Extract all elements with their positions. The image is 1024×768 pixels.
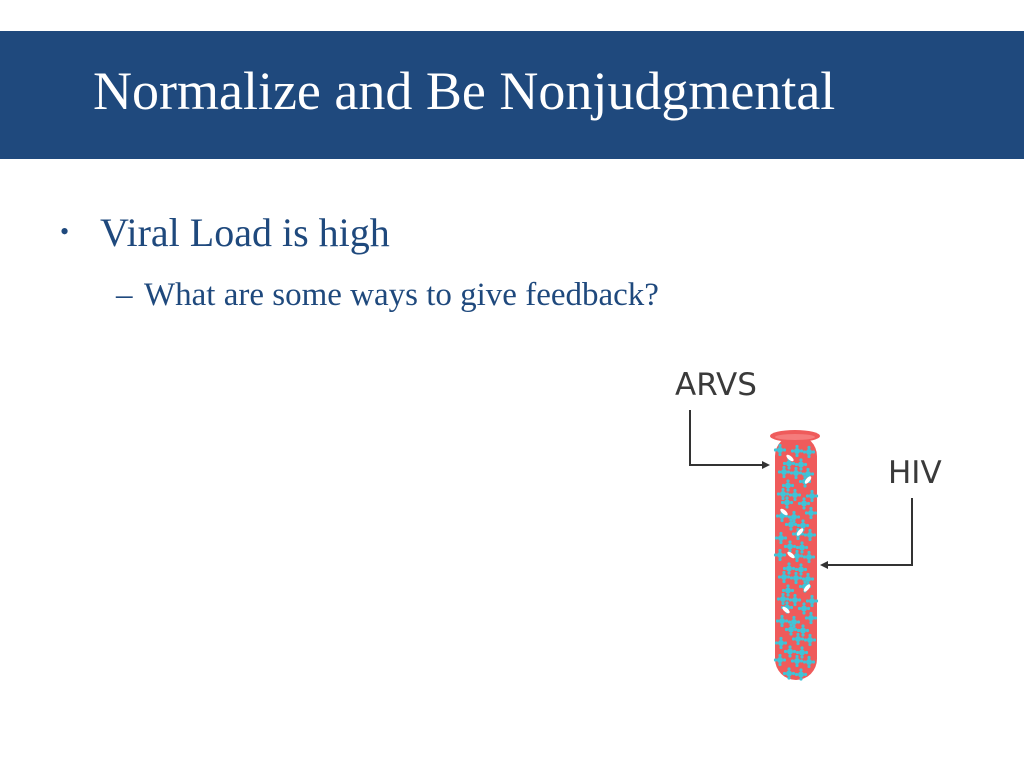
hiv-particle (803, 633, 817, 647)
hiv-particle (781, 479, 795, 492)
hiv-particle (784, 623, 798, 636)
hiv-particle (801, 467, 815, 481)
arv-particle (780, 508, 788, 516)
hiv-particle (796, 519, 810, 532)
hiv-particle (794, 458, 808, 471)
hiv-particle (802, 445, 816, 459)
hiv-particle (777, 570, 791, 584)
hiv-arrow-line (824, 498, 913, 566)
arv-particle (786, 454, 794, 462)
hiv-particle (794, 563, 808, 576)
hiv-particle (804, 506, 818, 520)
hiv-particle (775, 614, 789, 628)
hiv-particle (776, 487, 790, 501)
hiv-particle (791, 632, 805, 646)
hiv-label: HIV (888, 455, 942, 491)
hiv-particle (781, 584, 795, 597)
hiv-particle (797, 602, 811, 615)
hiv-particle (789, 466, 803, 480)
bullet-text: Viral Load is high (100, 210, 390, 255)
arv-particles (780, 454, 812, 614)
hiv-particle (790, 654, 804, 668)
sub-bullet-text: What are some ways to give feedback? (144, 277, 659, 313)
arv-particle (804, 476, 812, 484)
bullet-marker: • (60, 217, 70, 246)
test-tube-diagram: ARVS HIV (660, 360, 960, 700)
arvs-arrow-line (689, 410, 768, 466)
hiv-arrow-head (820, 561, 828, 569)
arv-particle (803, 584, 811, 592)
test-tube-illustration (689, 410, 913, 681)
hiv-particle (774, 531, 788, 545)
hiv-particle (787, 510, 801, 524)
arv-particle (782, 606, 790, 614)
arv-particle (787, 551, 795, 559)
title-bar (0, 31, 1024, 159)
hiv-particle (780, 496, 794, 509)
hiv-particle (783, 540, 797, 553)
hiv-particles (773, 443, 819, 681)
hiv-particle (801, 572, 815, 586)
hiv-particle (773, 653, 787, 667)
hiv-particle (805, 489, 819, 503)
hiv-particle (803, 528, 817, 542)
hiv-particle (774, 636, 788, 650)
sub-bullet-marker: – (116, 277, 133, 313)
hiv-particle (802, 655, 816, 669)
hiv-particle (773, 443, 787, 457)
hiv-particle (776, 592, 790, 606)
arvs-label: ARVS (675, 367, 757, 403)
hiv-particle (782, 562, 796, 575)
hiv-particle (804, 611, 818, 625)
hiv-particle (787, 615, 801, 629)
hiv-particle (784, 518, 798, 531)
hiv-particle (794, 668, 808, 681)
slide-title: Normalize and Be Nonjudgmental (93, 61, 836, 121)
hiv-particle (805, 594, 819, 608)
hiv-particle (797, 497, 811, 510)
hiv-particle (789, 571, 803, 585)
hiv-particle (782, 667, 796, 680)
hiv-particle (777, 465, 791, 479)
tube-opening (775, 434, 815, 440)
hiv-particle (796, 624, 810, 637)
hiv-particle (782, 457, 796, 470)
hiv-particle (795, 541, 809, 554)
hiv-particle (790, 444, 804, 458)
hiv-particle (773, 548, 787, 562)
hiv-particle (788, 593, 802, 607)
hiv-particle (788, 488, 802, 502)
arvs-arrow-head (762, 461, 770, 469)
hiv-particle (802, 550, 816, 564)
arv-particle (796, 528, 804, 536)
hiv-particle (783, 645, 797, 658)
hiv-particle (795, 646, 809, 659)
